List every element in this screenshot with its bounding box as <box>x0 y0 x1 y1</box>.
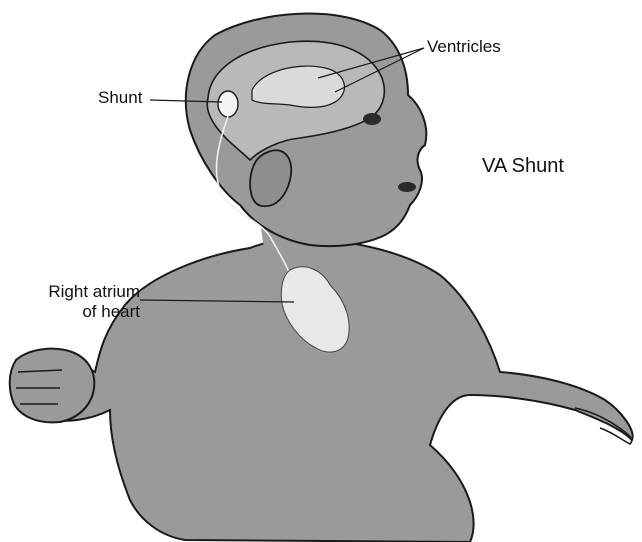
eye <box>363 113 381 125</box>
shunt-valve <box>218 91 238 117</box>
right-atrium-label-line2: of heart <box>22 302 140 322</box>
diagram-title: VA Shunt <box>482 154 564 178</box>
shunt-label: Shunt <box>98 88 142 108</box>
ventricles-label: Ventricles <box>427 37 501 57</box>
mouth <box>398 182 416 192</box>
right-atrium-label-line1: Right atrium <box>22 282 140 302</box>
right-atrium-label: Right atrium of heart <box>22 282 140 322</box>
fist <box>10 349 95 423</box>
